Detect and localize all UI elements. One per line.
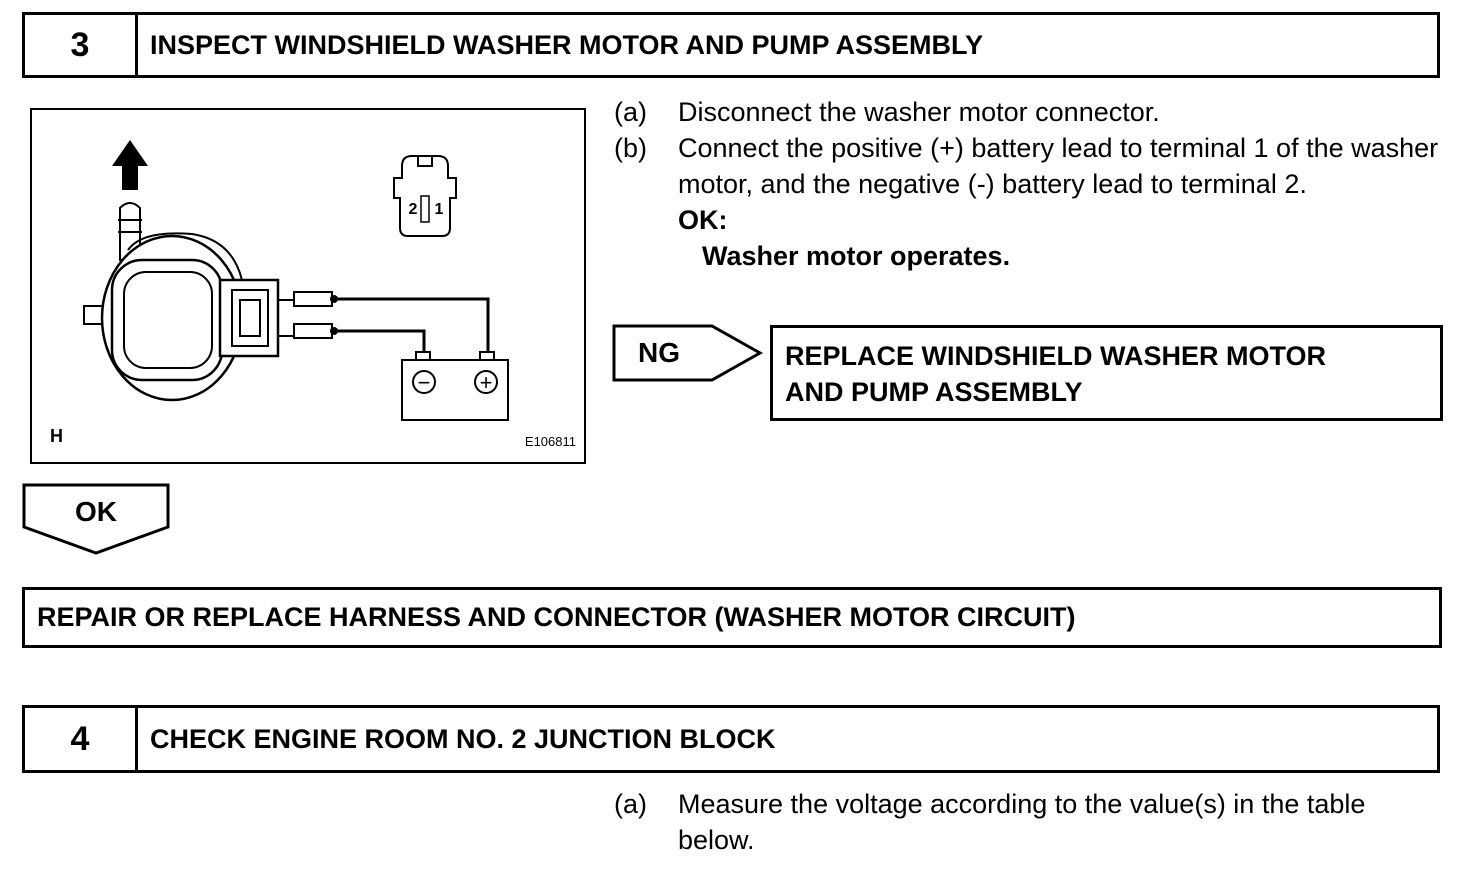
ng-result-line-1: REPLACE WINDSHIELD WASHER MOTOR <box>785 341 1327 371</box>
step-3-instructions: (a) Disconnect the washer motor connecto… <box>614 94 1472 274</box>
ok-criteria: Washer motor operates. <box>702 241 1011 271</box>
ok-heading: OK: <box>678 205 728 235</box>
step-number: 4 <box>25 708 138 770</box>
ng-label: NG <box>638 337 680 368</box>
figure-id: E106811 <box>525 434 576 449</box>
figure-corner-label: H <box>50 426 63 446</box>
ok-label: OK <box>75 496 117 527</box>
ok-arrow: OK <box>22 483 170 555</box>
ng-result-line-2: AND PUMP ASSEMBLY <box>785 377 1083 407</box>
instruction-label: (a) <box>614 97 647 127</box>
step-4-header: 4 CHECK ENGINE ROOM NO. 2 JUNCTION BLOCK <box>22 705 1440 773</box>
washer-motor-figure: − + 2 1 H E106811 <box>30 108 586 464</box>
instruction-a: (a) Measure the voltage according to the… <box>614 786 1398 858</box>
instruction-b: (b) Connect the positive (+) battery lea… <box>614 130 1472 202</box>
instruction-text: Disconnect the washer motor connector. <box>678 97 1160 127</box>
step-number: 3 <box>25 15 138 75</box>
step-4-instructions: (a) Measure the voltage according to the… <box>614 786 1398 858</box>
repair-box: REPAIR OR REPLACE HARNESS AND CONNECTOR … <box>22 587 1442 648</box>
instruction-label: (a) <box>614 789 647 819</box>
step-3-header: 3 INSPECT WINDSHIELD WASHER MOTOR AND PU… <box>22 12 1440 78</box>
connector-pin-1: 1 <box>435 201 444 218</box>
instruction-a: (a) Disconnect the washer motor connecto… <box>614 94 1472 130</box>
step-title: CHECK ENGINE ROOM NO. 2 JUNCTION BLOCK <box>150 723 776 754</box>
connector-pin-2: 2 <box>409 201 418 218</box>
instruction-text: Connect the positive (+) battery lead to… <box>678 133 1439 199</box>
washer-motor-diagram: − + 2 1 H E106811 <box>50 140 576 449</box>
battery-positive-sign: + <box>480 370 493 395</box>
instruction-label: (b) <box>614 133 647 163</box>
flow-arrow-icon <box>112 140 148 190</box>
battery-negative-sign: − <box>418 370 431 395</box>
instruction-text: Measure the voltage according to the val… <box>678 789 1366 855</box>
step-title: INSPECT WINDSHIELD WASHER MOTOR AND PUMP… <box>150 29 984 60</box>
ng-arrow: NG <box>612 324 764 382</box>
battery-positive-terminal <box>474 370 498 394</box>
ng-result-box: REPLACE WINDSHIELD WASHER MOTOR AND PUMP… <box>770 325 1443 421</box>
battery-negative-terminal <box>412 370 436 394</box>
